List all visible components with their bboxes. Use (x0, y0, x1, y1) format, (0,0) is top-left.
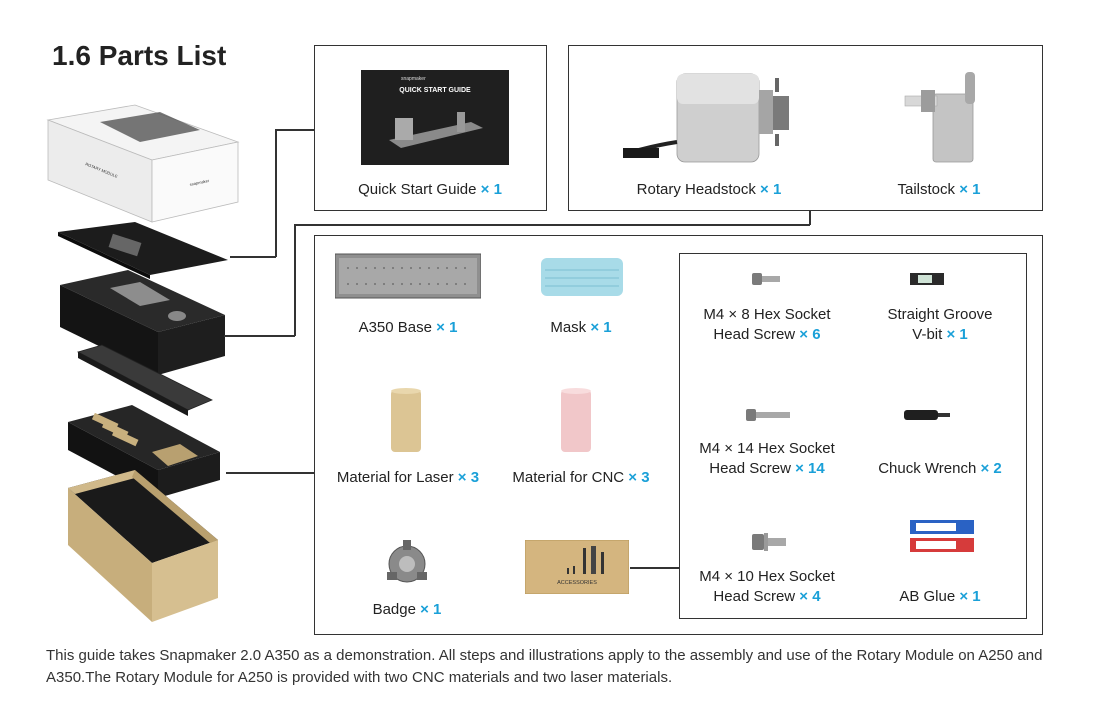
connector-line (275, 129, 277, 257)
m4x8-screw-label: M4 × 8 Hex Socket Head Screw × 6 (703, 306, 831, 343)
material-laser-label: Material for Laser × 3 (336, 469, 480, 486)
exploded-box-illustration: ROTARY MODULE snapmaker (46, 104, 240, 622)
headstock-tailstock-box: Rotary Headstock × 1 Tailstock × 1 (568, 45, 1043, 211)
black-tray-image (60, 270, 225, 375)
black-insert-image (58, 222, 228, 279)
quick-start-guide-label: Quick Start Guide × 1 (358, 181, 502, 198)
page-title: 1.6 Parts List (52, 40, 227, 71)
v-bit-image (910, 273, 944, 285)
rotary-headstock-image (623, 73, 789, 163)
footer-note: This guide takes Snapmaker 2.0 A350 as a… (46, 647, 1043, 686)
ab-glue-label: AB Glue × 1 (899, 588, 981, 605)
accessories-bag-image: ACCESSORIES (525, 540, 629, 594)
material-laser-image (391, 388, 421, 452)
tailstock-label: Tailstock × 1 (897, 181, 981, 198)
connector-line (294, 224, 810, 226)
main-parts-box: A350 Base × 1 Mask × 1 Material for Lase… (314, 235, 1043, 635)
connector-line (226, 472, 316, 474)
connector-line (230, 256, 276, 258)
box-brand-label: snapmaker (189, 178, 210, 187)
v-bit-label: Straight Groove V-bit × 1 (887, 306, 993, 343)
white-box-lid-image: ROTARY MODULE snapmaker (46, 104, 240, 223)
accessories-box: M4 × 8 Hex Socket Head Screw × 6 Straigh… (679, 253, 1027, 619)
material-cnc-image (561, 388, 591, 452)
guide-brand: snapmaker (401, 76, 426, 82)
quick-start-guide-image: snapmaker QUICK START GUIDE (361, 70, 509, 165)
kraft-bottom-box-image (68, 470, 218, 622)
m4x10-screw-label: M4 × 10 Hex Socket Head Screw × 4 (699, 568, 835, 605)
m4x8-screw-image (752, 273, 780, 285)
a350-base-image (335, 253, 481, 299)
connector-line (294, 224, 296, 336)
connector-line (224, 335, 295, 337)
rotary-headstock-label: Rotary Headstock × 1 (636, 181, 782, 198)
chuck-wrench-label: Chuck Wrench × 2 (878, 460, 1002, 477)
a350-base-label: A350 Base × 1 (358, 319, 458, 336)
connector-line (275, 129, 315, 131)
badge-label: Badge × 1 (372, 601, 442, 618)
mask-label: Mask × 1 (550, 319, 612, 336)
badge-image (387, 540, 427, 583)
m4x14-screw-label: M4 × 14 Hex Socket Head Screw × 14 (699, 440, 835, 477)
mask-image (541, 258, 623, 296)
tailstock-image (904, 72, 975, 163)
quick-start-guide-box: snapmaker QUICK START GUIDE Quick Start … (314, 45, 547, 211)
guide-cover-title: QUICK START GUIDE (399, 87, 471, 94)
m4x14-screw-image (746, 409, 790, 421)
chuck-wrench-image (904, 410, 950, 420)
connector-line (809, 210, 811, 225)
connector-line (630, 567, 680, 569)
accessories-bag-label: ACCESSORIES (557, 580, 597, 586)
m4x10-screw-image (752, 533, 786, 551)
base-plate-image (76, 344, 213, 416)
material-cnc-label: Material for CNC × 3 (512, 469, 650, 486)
ab-glue-image (910, 520, 974, 552)
